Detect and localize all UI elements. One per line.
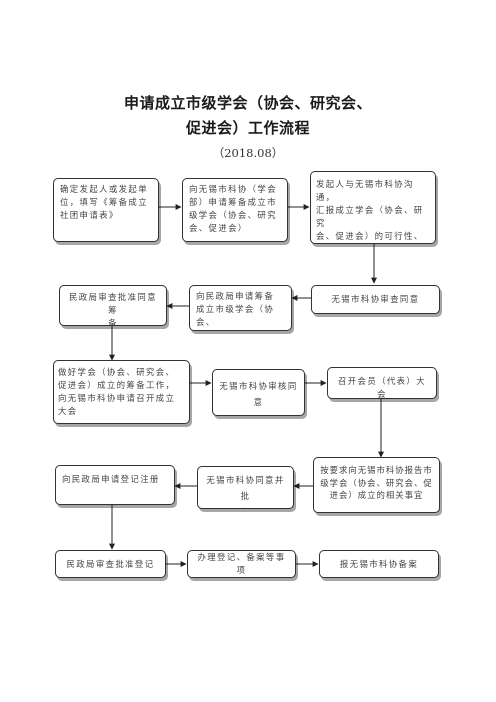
step-6-box: 无锡市科协审查同意 (311, 285, 440, 314)
page-title-line-2: 促进会）工作流程 (185, 119, 310, 137)
step-10-box: 向民政局申请登记注册 (55, 465, 175, 505)
step-7-box: 做好学会（协会、研究会、 促进会）成立的筹备工作， 向无锡市科协申请召开成立 大… (53, 360, 190, 424)
step-3-box: 发起人与无锡市科协沟通， 汇报成立学会（协会、研究 会、促进会）的可行性、必 要… (310, 171, 436, 244)
step-5-box: 向民政局申请筹备 成立市级学会（协会、 研究会、促进会） (189, 285, 292, 331)
step-8-box: 无锡市科协审核同 意 (212, 369, 305, 416)
step-4-box: 民政局审查批准同意筹 备 (59, 285, 167, 326)
step-9-box: 召开会员（代表）大会 (327, 367, 437, 399)
step-11-box: 无锡市科协同意并批 复 (197, 466, 294, 509)
page-title-line-1: 申请成立市级学会（协会、研究会、 (123, 94, 372, 112)
step-2-box: 向无锡市科协（学会 部）申请筹备成立市 级学会（协会、研究 会、促进会） (182, 178, 288, 242)
step-13-box: 民政局审查批准登记 (55, 550, 166, 578)
step-14-box: 办理登记、备案等事项 (187, 550, 296, 578)
step-1-box: 确定发起人或发起单 位，填写《筹备成立 社团申请表》 (53, 178, 159, 242)
step-15-box: 报无锡市科协备案 (319, 550, 439, 578)
step-12-box: 按要求向无锡市科协报告市 级学会（协会、研究会、促 进会）成立的相关事宜 (313, 457, 440, 513)
document-date: （2018.08） (212, 146, 284, 160)
